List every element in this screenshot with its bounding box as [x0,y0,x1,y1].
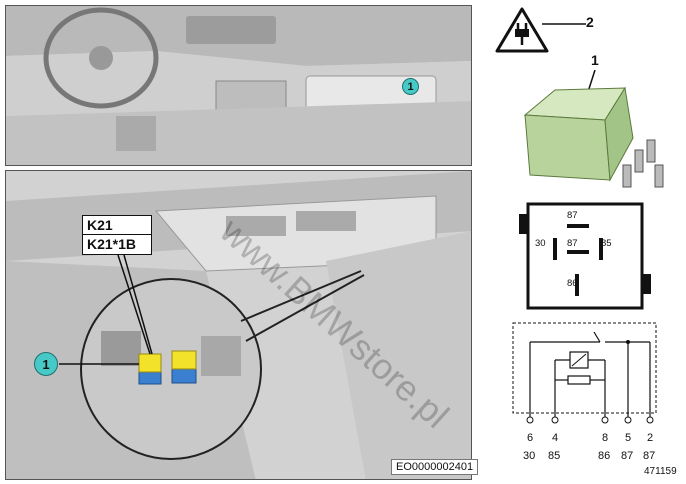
terminal-number: 5 [625,432,632,444]
terminal-number: 8 [602,432,609,444]
terminal-function: 87 [621,450,634,462]
callout-relay-location-top: 1 [402,78,419,95]
leader-line-2 [542,23,586,25]
dashboard-overview-illustration [6,6,471,165]
terminal-number: 4 [552,432,559,444]
part-number-1: 1 [591,52,599,68]
relay-circuit-schematic [512,322,657,424]
reference-number: 471159 [644,466,677,477]
terminal-number: 2 [647,432,654,444]
pin-87-top: 87 [567,210,578,221]
relay-location-illustration [6,171,471,479]
relay-location-detail-panel [5,170,472,480]
terminal-function: 85 [548,450,561,462]
terminal-function: 30 [523,450,536,462]
document-id: EO0000002401 [391,459,479,475]
terminal-function: 87 [643,450,656,462]
pin-85: 85 [601,238,612,249]
terminal-function: 86 [598,450,611,462]
dashboard-overview-panel [5,5,472,166]
callout-relay-location-bottom: 1 [34,352,58,376]
pin-87-center: 87 [567,238,578,249]
pin-30: 30 [535,238,546,249]
connector-label-k21-1b: K21*1B [82,234,152,255]
part-number-2: 2 [586,14,594,30]
fuse-warning-icon [495,7,549,53]
terminal-number: 6 [527,432,534,444]
relay-illustration [523,70,664,188]
pin-86: 86 [567,278,578,289]
relay-pinout-diagram [519,202,651,310]
relay-label-k21: K21 [82,215,152,236]
